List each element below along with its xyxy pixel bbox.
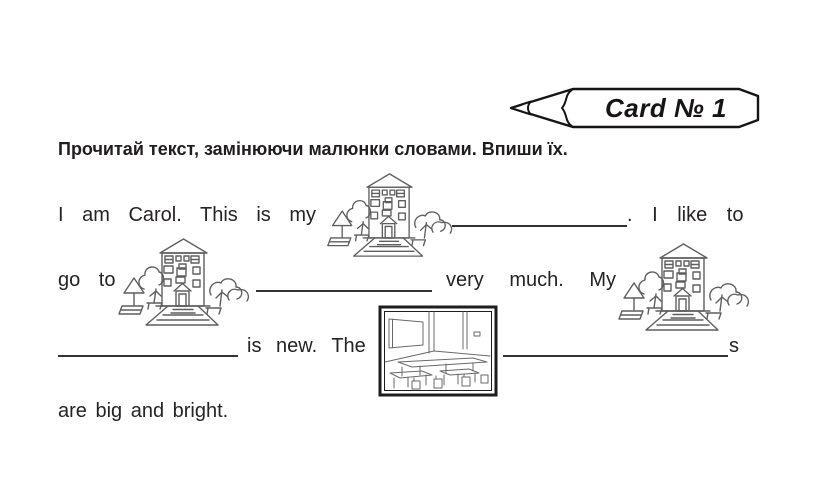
classroom-picture	[378, 305, 498, 397]
sentence-line3-mid: is new. The	[247, 335, 366, 357]
sentence-line4: are big and bright.	[58, 400, 229, 422]
sentence-line2-after: very much. My	[446, 269, 617, 291]
school-picture-2	[116, 236, 252, 328]
instruction-text: Прочитай текст, замінюючи малюнки словам…	[58, 139, 568, 159]
sentence-line3-suffix: s	[729, 335, 739, 357]
card-label: Card № 1	[605, 93, 727, 123]
blank-line-1[interactable]	[452, 225, 627, 227]
sentence-line2-before: go to	[58, 269, 116, 291]
blank-line-2[interactable]	[256, 290, 432, 292]
sentence-line1-before: I am Carol. This is my	[58, 204, 316, 226]
school-picture-3	[616, 241, 752, 333]
card-banner: Card № 1	[503, 84, 765, 132]
sentence-line1-after: . I like to	[627, 204, 744, 226]
blank-line-4[interactable]	[503, 355, 728, 357]
blank-line-3[interactable]	[58, 355, 238, 357]
pencil-icon	[509, 87, 760, 129]
school-picture-1	[322, 171, 458, 259]
